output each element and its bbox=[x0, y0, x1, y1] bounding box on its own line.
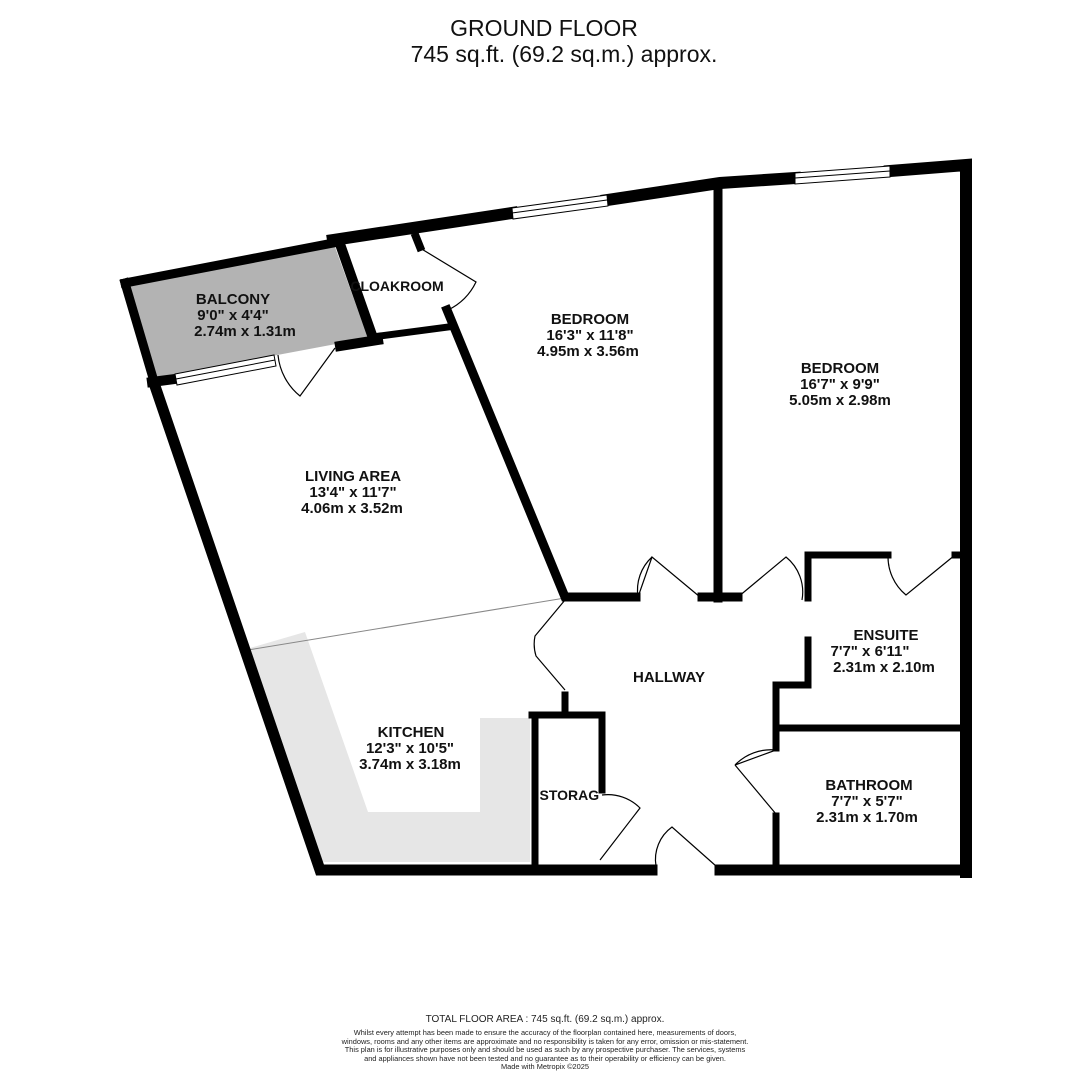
balcony-area bbox=[127, 247, 368, 378]
room-cloakroom: CLOAKROOM bbox=[350, 278, 443, 294]
room-kitchen: KITCHEN 12'3" x 10'5" 3.74m x 3.18m bbox=[359, 724, 461, 773]
svg-text:BATHROOM: BATHROOM bbox=[825, 777, 912, 794]
svg-text:13'4" x 11'7": 13'4" x 11'7" bbox=[309, 484, 396, 501]
room-bathroom: BATHROOM 7'7" x 5'7" 2.31m x 1.70m bbox=[816, 777, 918, 826]
kitchen-worktop bbox=[250, 632, 530, 862]
svg-text:16'3" x 11'8": 16'3" x 11'8" bbox=[546, 327, 633, 344]
svg-text:4.95m x 3.56m: 4.95m x 3.56m bbox=[537, 343, 639, 360]
svg-text:BEDROOM: BEDROOM bbox=[801, 360, 879, 377]
svg-text:7'7" x 5'7": 7'7" x 5'7" bbox=[831, 793, 902, 810]
disclaimer: Whilst every attempt has been made to en… bbox=[340, 1028, 750, 1072]
svg-text:4.06m x 3.52m: 4.06m x 3.52m bbox=[301, 500, 403, 517]
walls bbox=[119, 158, 972, 878]
doors bbox=[277, 247, 956, 867]
svg-text:2.31m x 1.70m: 2.31m x 1.70m bbox=[816, 809, 918, 826]
svg-text:KITCHEN: KITCHEN bbox=[378, 724, 445, 741]
room-living-area: LIVING AREA 13'4" x 11'7" 4.06m x 3.52m bbox=[301, 468, 403, 517]
svg-text:LIVING AREA: LIVING AREA bbox=[305, 468, 401, 485]
total-floor-area: TOTAL FLOOR AREA : 745 sq.ft. (69.2 sq.m… bbox=[425, 1014, 665, 1025]
room-bedroom-1: BEDROOM 16'3" x 11'8" 4.95m x 3.56m bbox=[537, 311, 639, 360]
living-kitchen-divider bbox=[247, 597, 566, 651]
room-bedroom-2: BEDROOM 16'7" x 9'9" 5.05m x 2.98m bbox=[789, 360, 891, 409]
room-ensuite: ENSUITE 7'7" x 6'11" 2.31m x 2.10m bbox=[831, 627, 935, 676]
svg-text:16'7" x 9'9": 16'7" x 9'9" bbox=[800, 376, 880, 393]
room-storage: STORAGE bbox=[540, 787, 609, 803]
svg-text:STORAGE: STORAGE bbox=[540, 787, 609, 803]
svg-text:5.05m x 2.98m: 5.05m x 2.98m bbox=[789, 392, 891, 409]
svg-text:2.74m x 1.31m: 2.74m x 1.31m bbox=[194, 323, 296, 340]
floor-area-subtitle: 745 sq.ft. (69.2 sq.m.) approx. bbox=[410, 41, 718, 67]
room-labels: BALCONY 9'0" x 4'4" 2.74m x 1.31m CLOAKR… bbox=[194, 278, 935, 826]
svg-text:7'7" x 6'11": 7'7" x 6'11" bbox=[831, 643, 910, 660]
svg-text:2.31m x 2.10m: 2.31m x 2.10m bbox=[833, 659, 935, 676]
svg-text:BALCONY: BALCONY bbox=[196, 291, 270, 308]
svg-text:3.74m x 3.18m: 3.74m x 3.18m bbox=[359, 756, 461, 773]
disclaimer-text: Whilst every attempt has been made to en… bbox=[341, 1028, 749, 1063]
svg-text:9'0" x 4'4": 9'0" x 4'4" bbox=[197, 307, 268, 324]
svg-text:ENSUITE: ENSUITE bbox=[853, 627, 918, 644]
windows bbox=[174, 165, 891, 386]
credit: Made with Metropix ©2025 bbox=[500, 1062, 590, 1072]
svg-text:BEDROOM: BEDROOM bbox=[551, 311, 629, 328]
svg-text:CLOAKROOM: CLOAKROOM bbox=[350, 278, 443, 294]
floor-title: GROUND FLOOR bbox=[450, 15, 638, 41]
room-hallway: HALLWAY bbox=[633, 669, 705, 686]
room-balcony: BALCONY 9'0" x 4'4" 2.74m x 1.31m bbox=[194, 291, 296, 340]
svg-text:12'3" x 10'5": 12'3" x 10'5" bbox=[366, 740, 454, 757]
